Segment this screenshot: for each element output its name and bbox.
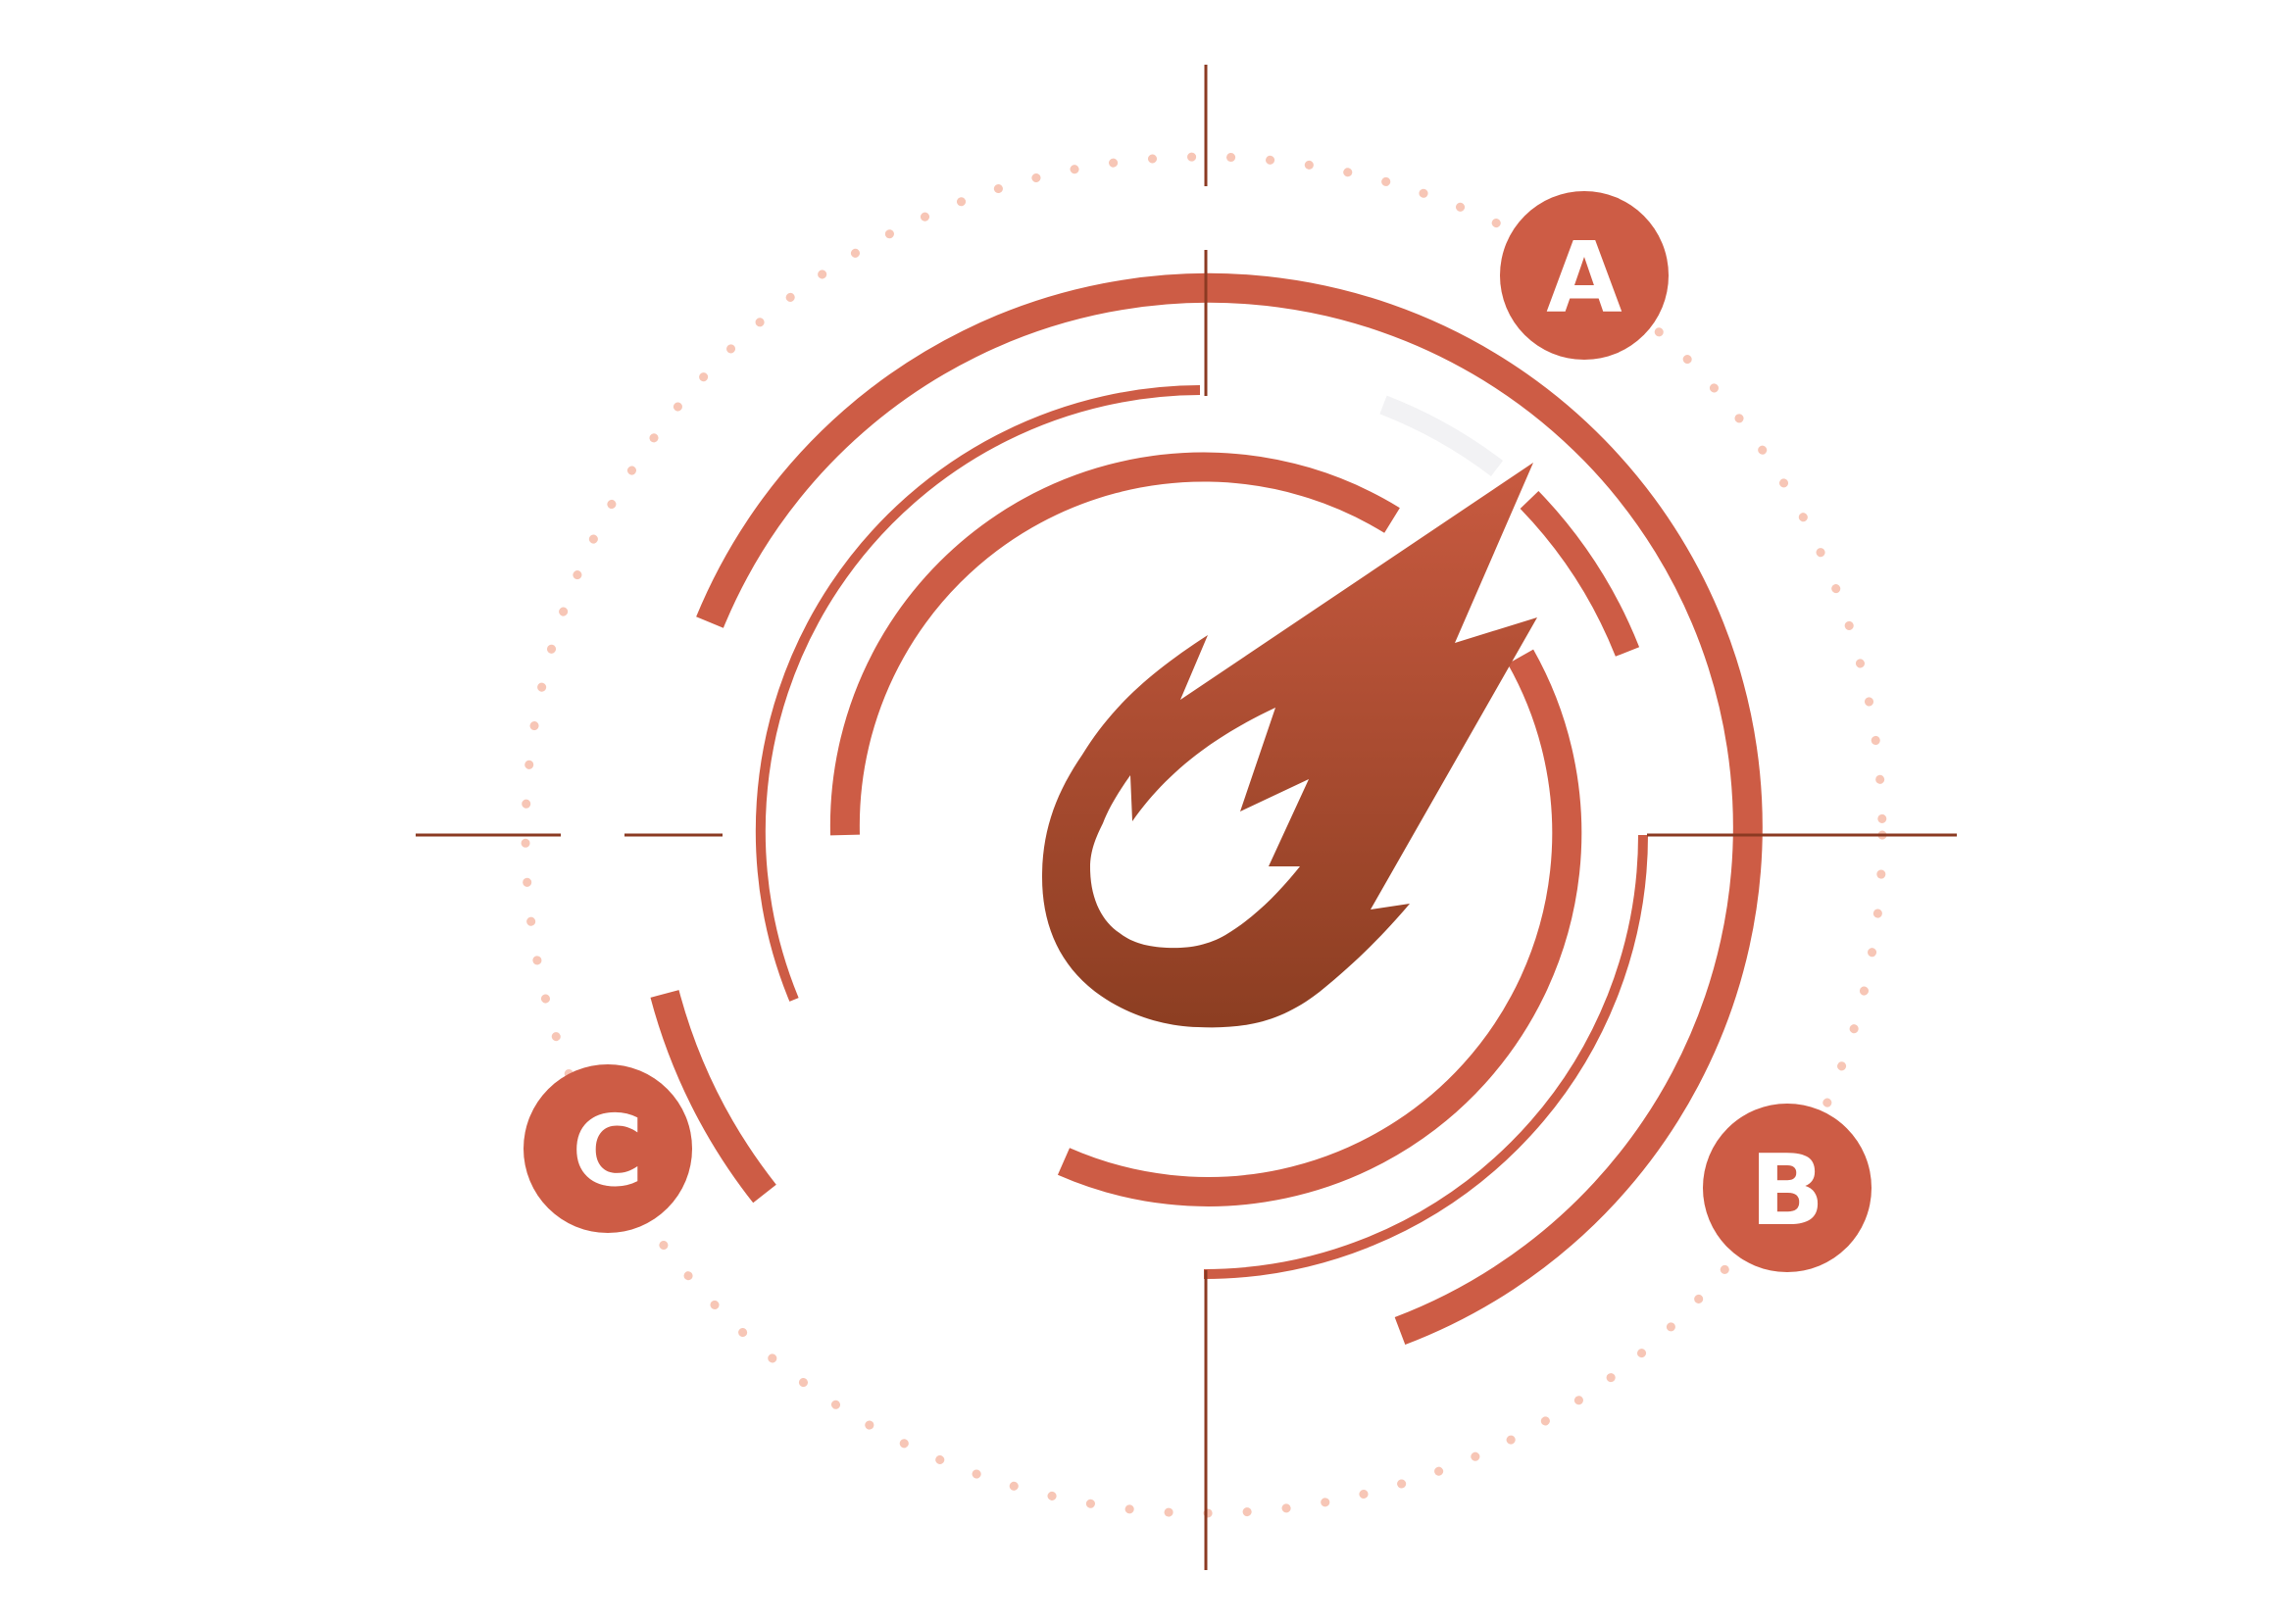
thin-arc-top-left [755,385,1201,1002]
badge-b-label: B [1750,1133,1824,1248]
thin-arc-bottom-right [1203,834,1648,1279]
badge-c-label: C [572,1094,643,1208]
badge-a: A [1500,191,1669,360]
badge-c-circle [524,1064,692,1233]
inner-arc-main [1057,649,1582,1206]
ghost-arc [1379,395,1504,476]
badge-b-circle [1703,1104,1872,1272]
crosshair-lines [416,65,1957,1570]
upper-right-arc [1520,490,1640,657]
badge-b: B [1703,1104,1872,1272]
badge-c: C [524,1064,692,1233]
lower-left-arc [650,990,776,1204]
inner-arc-top [829,452,1400,836]
outer-thick-arc [696,272,1763,1346]
badge-a-circle [1500,191,1669,360]
badge-a-label: A [1546,221,1622,335]
flame-icon [1042,463,1537,1028]
